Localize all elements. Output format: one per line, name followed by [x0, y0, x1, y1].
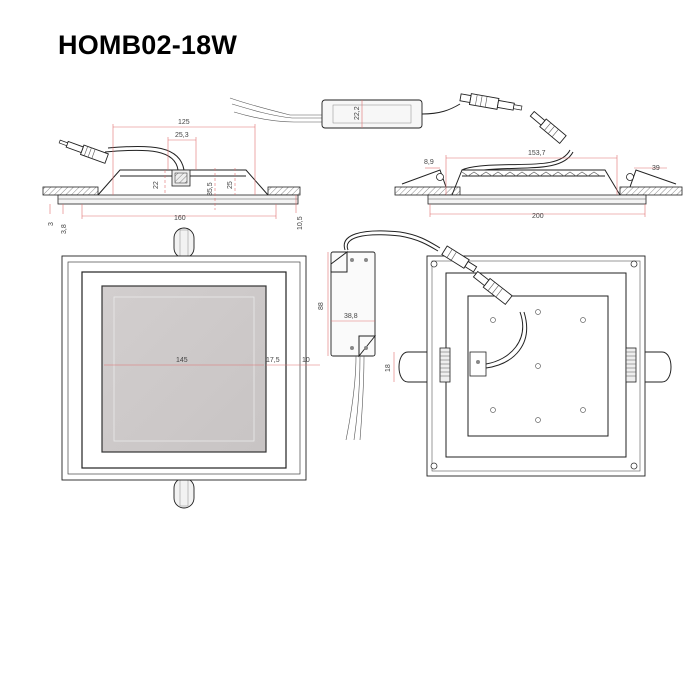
dim-3-8: 3,8	[61, 224, 68, 234]
glass-rim	[57, 194, 299, 205]
dim-153-7: 153,7	[528, 150, 546, 157]
dim-25-3: 25,3	[175, 132, 189, 139]
dim-125: 125	[178, 119, 190, 126]
ceiling-slab-right-left	[394, 186, 461, 196]
dim-18: 18	[385, 364, 392, 372]
cable	[104, 149, 179, 171]
dim-10: 10	[302, 357, 310, 364]
dc-plug-right-icon	[529, 110, 567, 144]
driver-top: 22,2	[229, 93, 523, 129]
dim-200: 200	[532, 213, 544, 220]
dim-17-5: 17,5	[266, 357, 280, 364]
dim-145: 145	[176, 357, 188, 364]
dim-35-5: 35,5	[207, 182, 214, 196]
ceiling-slab-left	[42, 186, 99, 196]
back-view: 18	[385, 245, 672, 477]
ceiling-slab-right-right	[619, 186, 683, 196]
dim-88: 88	[318, 302, 325, 310]
front-view: 145 17,5 10	[61, 227, 320, 509]
driver-side: 88 38,8	[318, 230, 441, 441]
dc-plug-back-icon	[472, 270, 513, 306]
side-view-right: 153,7 8,9 39 200	[394, 110, 683, 220]
dc-socket-back-icon	[441, 245, 478, 273]
dc-socket-icon	[459, 93, 523, 111]
dim-22-2: 22,2	[354, 106, 361, 120]
drawing-title: HOMB02-18W	[58, 30, 238, 60]
led-panel	[101, 285, 267, 453]
dim-25: 25	[227, 181, 234, 189]
ceiling-slab-right	[267, 186, 301, 196]
dim-10-5: 10,5	[297, 216, 304, 230]
dim-8-9: 8,9	[424, 159, 434, 166]
dim-3: 3	[48, 222, 55, 226]
dim-38-8: 38,8	[344, 313, 358, 320]
driver-box	[330, 251, 376, 357]
dc-plug-icon	[58, 139, 109, 164]
dim-22: 22	[153, 181, 160, 189]
led-driver	[321, 99, 423, 129]
dim-39: 39	[652, 165, 660, 172]
side-view-left: 125 25,3 22 35,5 25 160 3 3,8 10,5	[42, 119, 304, 234]
dim-160: 160	[174, 215, 186, 222]
